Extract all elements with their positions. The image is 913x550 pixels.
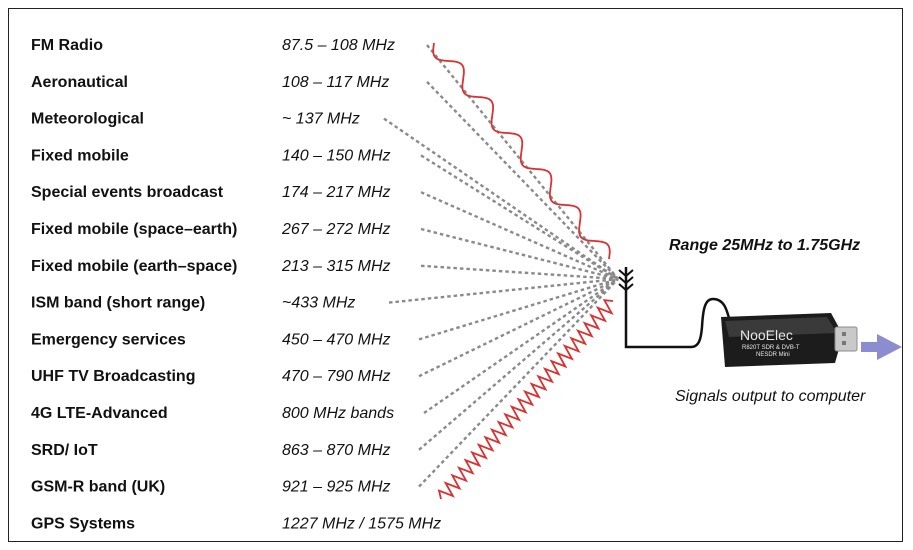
high-frequency-wave (437, 299, 614, 500)
band-frequency: 108 – 117 MHz (282, 74, 389, 91)
band-frequency: 140 – 150 MHz (282, 147, 391, 164)
signal-rays (383, 44, 619, 488)
band-frequency: 921 – 925 MHz (282, 479, 391, 496)
band-name: Emergency services (31, 331, 186, 348)
antenna-icon (618, 267, 634, 299)
signal-ray (426, 44, 619, 280)
band-name: Fixed mobile (31, 147, 129, 164)
signal-ray (420, 227, 619, 281)
band-frequency: 863 – 870 MHz (282, 442, 391, 459)
band-frequency: ~ 137 MHz (282, 111, 360, 128)
band-name: UHF TV Broadcasting (31, 368, 195, 385)
low-frequency-wave (432, 42, 611, 260)
signal-ray (418, 278, 619, 451)
band-frequency: ~433 MHz (282, 295, 355, 312)
signal-ray (383, 117, 619, 280)
signal-ray (418, 277, 619, 341)
band-frequency: 800 MHz bands (282, 405, 394, 422)
band-name: SRD/ IoT (31, 442, 98, 459)
band-frequency: 450 – 470 MHz (282, 331, 391, 348)
dongle-model-line2: NESDR Mini (756, 352, 790, 358)
signal-ray (420, 264, 619, 281)
band-frequency: 213 – 315 MHz (281, 258, 391, 275)
antenna-cable (624, 297, 733, 349)
signal-ray (418, 277, 619, 378)
signal-ray (426, 80, 619, 280)
band-name: Special events broadcast (31, 184, 224, 201)
signal-ray (418, 278, 619, 488)
band-name: GPS Systems (31, 515, 135, 532)
signal-ray (420, 154, 619, 281)
usb-dongle-icon: NooElec R820T SDR & DVB-T NESDR Mini (721, 313, 858, 367)
dongle-model-line1: R820T SDR & DVB-T (742, 345, 800, 351)
band-frequency: 174 – 217 MHz (282, 184, 391, 201)
band-frequency: 267 – 272 MHz (281, 221, 391, 238)
range-label: Range 25MHz to 1.75GHz (669, 237, 860, 254)
output-label: Signals output to computer (675, 388, 866, 405)
band-name: Fixed mobile (earth–space) (31, 258, 237, 275)
band-name: Fixed mobile (space–earth) (31, 221, 237, 238)
signal-ray (388, 277, 619, 304)
band-name: FM Radio (31, 37, 103, 54)
band-frequency: 87.5 – 108 MHz (282, 37, 395, 54)
band-frequency: 1227 MHz / 1575 MHz (282, 515, 441, 532)
band-name: 4G LTE-Advanced (31, 405, 168, 422)
dongle-brand: NooElec (740, 327, 793, 343)
output-arrow-icon (861, 334, 902, 360)
band-name: GSM-R band (UK) (31, 479, 165, 496)
band-name: Aeronautical (31, 74, 128, 91)
band-name: Meteorological (31, 111, 144, 128)
band-frequency: 470 – 790 MHz (282, 368, 391, 385)
signal-ray (423, 278, 619, 414)
band-name: ISM band (short range) (31, 295, 205, 312)
signal-ray (420, 191, 619, 281)
